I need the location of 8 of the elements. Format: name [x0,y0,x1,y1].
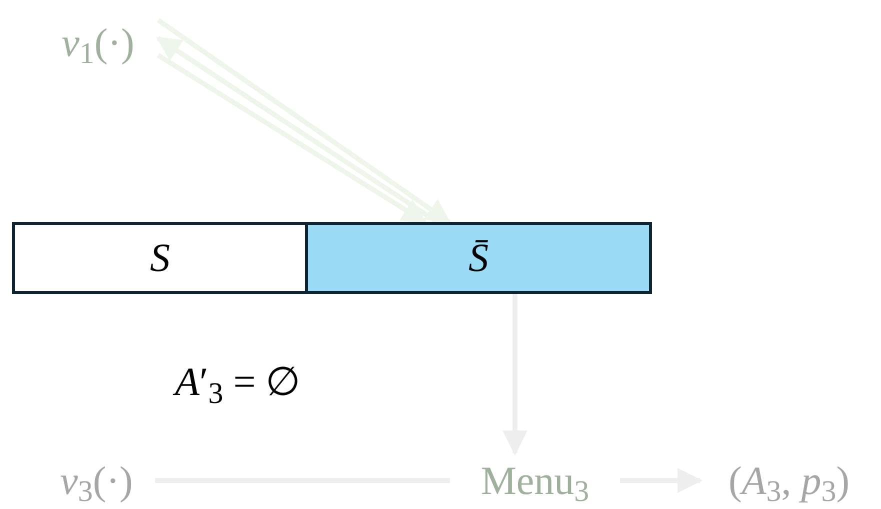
variable-label: v$_{3}$(·) [38,453,155,508]
arrow [502,294,528,456]
set-box: S [12,222,308,294]
complement-set-box: S̄ [308,222,652,294]
menu-label: Menu$_{3}$ [450,453,620,508]
variable-label: v$_{1}$(·) [38,15,158,70]
equation-label: A′$_{3}$ = ∅ [175,362,301,402]
outcome-label: (A$_{3}$, p$_{3}$) [700,453,878,508]
